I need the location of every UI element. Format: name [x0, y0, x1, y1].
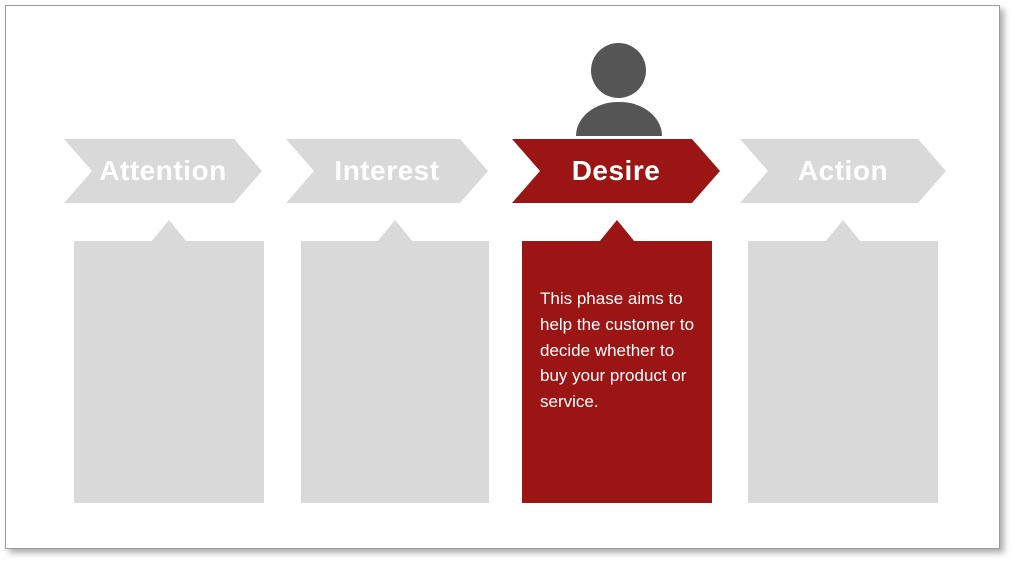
- person-head-icon: [591, 43, 646, 98]
- person-icon: [576, 43, 666, 138]
- stage-label-interest: Interest: [334, 155, 440, 186]
- stage-chevron-interest[interactable]: Interest: [286, 139, 488, 203]
- panel-box-action: [748, 241, 938, 503]
- panel-text-attention: [74, 241, 252, 286]
- panel-text-interest: [301, 241, 479, 286]
- stage-label-desire: Desire: [571, 155, 661, 186]
- stage-chevron-action[interactable]: Action: [740, 139, 946, 203]
- stage-chevron-desire[interactable]: Desire: [512, 139, 720, 203]
- panel-box-desire: This phase aims to help the customer to …: [522, 241, 712, 503]
- panel-pointer-attention: [151, 220, 187, 242]
- panel-pointer-interest: [377, 220, 413, 242]
- person-shoulders-icon: [576, 102, 662, 136]
- panel-box-interest: [301, 241, 489, 503]
- stage-panel-attention[interactable]: [74, 220, 264, 503]
- stage-label-action: Action: [797, 155, 889, 186]
- stage-panel-desire[interactable]: This phase aims to help the customer to …: [522, 220, 712, 503]
- panel-pointer-desire: [599, 220, 635, 242]
- stage-chevron-attention[interactable]: Attention: [64, 139, 262, 203]
- stage-panel-interest[interactable]: [301, 220, 489, 503]
- panel-text-action: [748, 241, 926, 286]
- panel-pointer-action: [825, 220, 861, 242]
- panel-box-attention: [74, 241, 264, 503]
- panel-text-desire: This phase aims to help the customer to …: [540, 289, 695, 412]
- stage-panel-action[interactable]: [748, 220, 938, 503]
- stage-label-attention: Attention: [99, 155, 227, 186]
- slide-canvas: Attention Interest Desire Action This ph…: [5, 5, 1000, 549]
